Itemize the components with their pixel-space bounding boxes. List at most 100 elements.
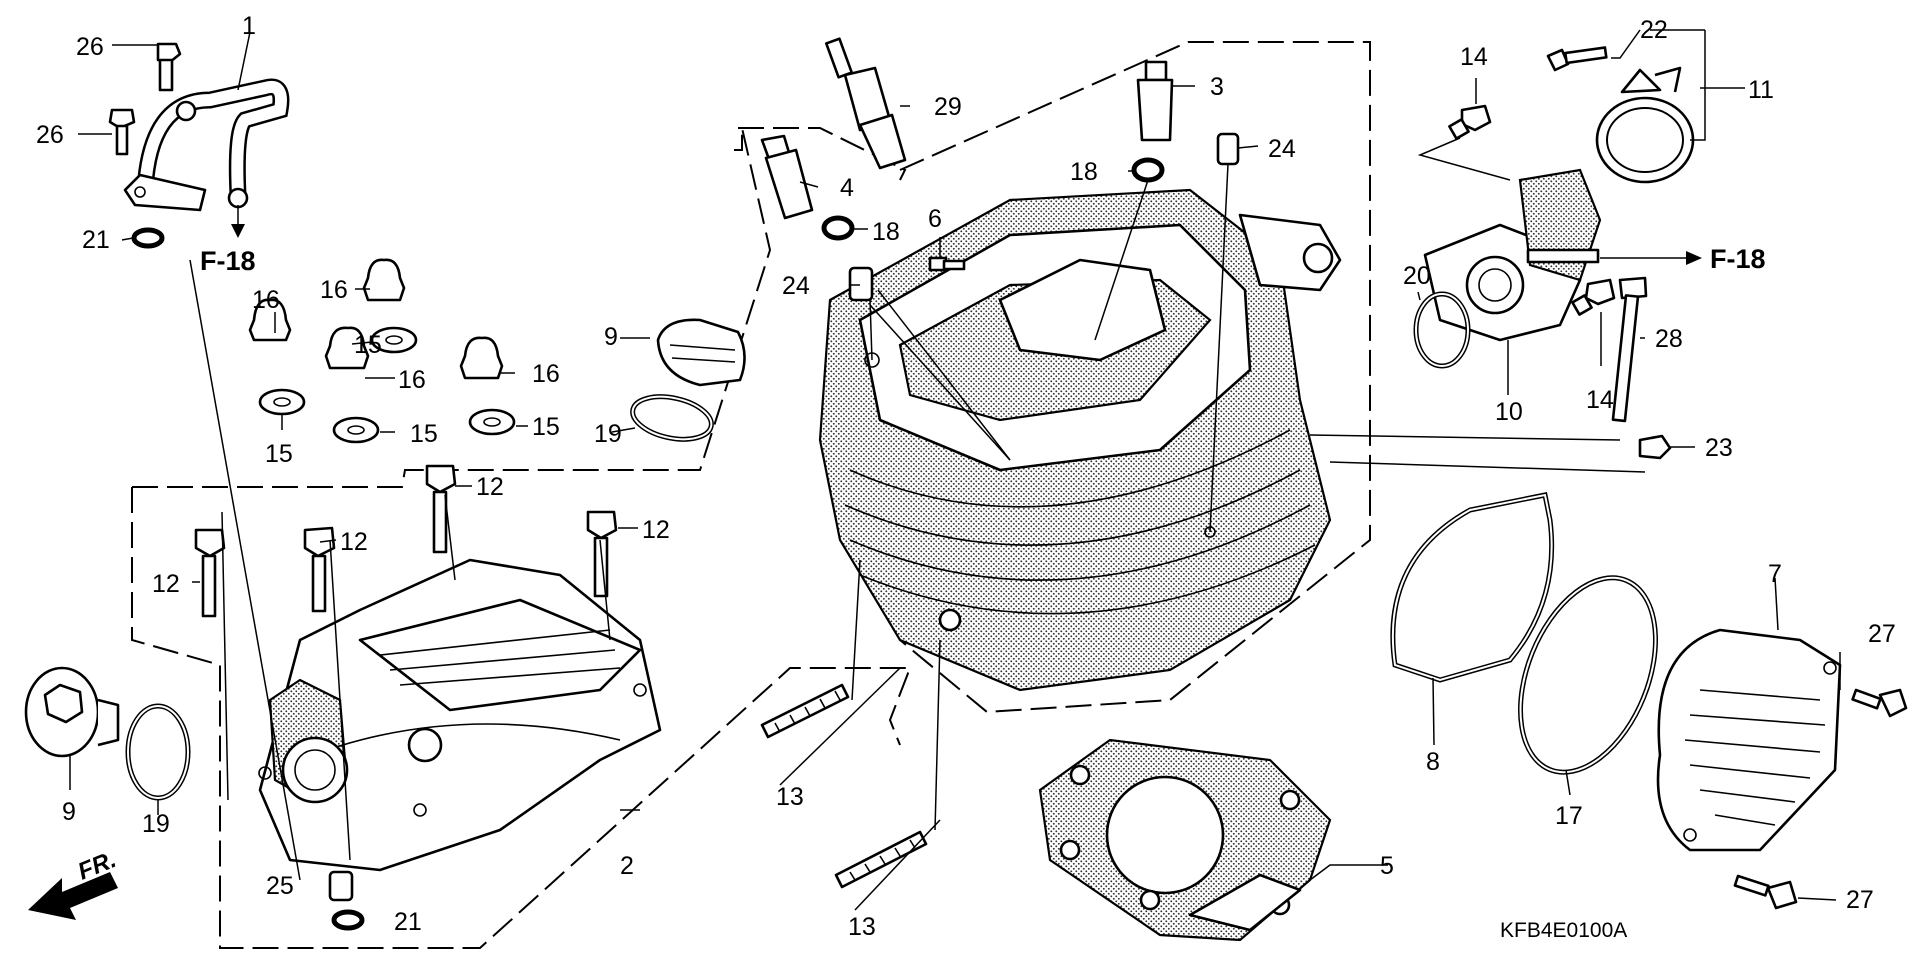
callout-24-right: 24 (1268, 135, 1296, 163)
callout-4: 4 (840, 174, 854, 202)
bolt-27-bottom (1733, 874, 1798, 910)
front-arrow-icon (28, 872, 118, 920)
oil-pipe (123, 78, 290, 212)
callout-12-b: 12 (340, 528, 368, 556)
o-ring-18-left (821, 215, 855, 241)
callout-15-c: 15 (410, 420, 438, 448)
callout-13-lower: 13 (848, 913, 876, 941)
callout-29: 29 (934, 93, 962, 121)
callout-14-bottom: 14 (1586, 386, 1614, 414)
side-cover (1656, 628, 1842, 852)
washer-21-top (131, 227, 165, 249)
cap-nut-16-c (324, 326, 370, 370)
callout-12-c: 12 (476, 473, 504, 501)
bolt-22 (1546, 46, 1608, 72)
callout-19-upper: 19 (594, 420, 622, 448)
callouts: 1 2 3 4 5 6 7 8 9 9 10 11 12 12 12 12 12… (36, 12, 1896, 941)
callout-9-left: 9 (62, 798, 76, 826)
washer-15-b (258, 388, 306, 416)
valve-guide-4 (760, 134, 814, 220)
callout-16-c: 16 (398, 366, 426, 394)
tappet-cap-upper (656, 318, 746, 387)
cap-nut-16-a (248, 298, 292, 342)
callout-18-right: 18 (1070, 158, 1098, 186)
callout-15-b: 15 (265, 440, 293, 468)
cylinder-head-gasket (1038, 738, 1332, 942)
bolt-26-top (156, 42, 182, 92)
callout-3: 3 (1210, 73, 1224, 101)
diagram-code: KFB4E0100A (1500, 919, 1627, 942)
stud-13-lower (834, 830, 928, 889)
cap-nut-16-d (459, 336, 504, 380)
callout-5: 5 (1380, 852, 1394, 880)
callout-25: 25 (266, 872, 294, 900)
callout-20: 20 (1403, 262, 1431, 290)
bolt-12-c (425, 464, 457, 554)
callout-24-left: 24 (782, 272, 810, 300)
callout-15-a: 15 (354, 331, 382, 359)
cylinder-head-group-outline (899, 41, 1371, 714)
callout-23: 23 (1705, 434, 1733, 462)
dowel-24-right (1216, 132, 1240, 166)
bolt-14-bottom (1571, 278, 1616, 316)
cylinder-head (818, 188, 1342, 692)
callout-22: 22 (1640, 16, 1668, 44)
callout-10: 10 (1495, 398, 1523, 426)
cap-nut-16-b (362, 258, 406, 302)
callout-16-a: 16 (252, 286, 280, 314)
bolt-26-left (108, 108, 136, 156)
valve-group-outline (738, 127, 907, 181)
callout-26-top: 26 (76, 33, 104, 61)
callout-21-top: 21 (82, 226, 110, 254)
dowel-24-left (848, 266, 874, 302)
callout-12-d: 12 (642, 516, 670, 544)
stud-f18-right (1526, 248, 1600, 264)
o-ring-18-right (1131, 157, 1165, 183)
washer-15-a (370, 326, 418, 354)
callout-16-d: 16 (532, 360, 560, 388)
callout-28: 28 (1655, 325, 1683, 353)
callout-19-left: 19 (142, 810, 170, 838)
head-cover-group-outline (131, 127, 912, 949)
bolt-6 (928, 256, 966, 272)
callout-7: 7 (1768, 560, 1782, 588)
callout-17: 17 (1555, 802, 1583, 830)
callout-6: 6 (928, 205, 942, 233)
valve-guide-3 (1136, 60, 1174, 142)
callout-26-left: 26 (36, 121, 64, 149)
washer-15-d (468, 408, 516, 436)
ref-arrows (231, 205, 1702, 265)
callout-27-bottom: 27 (1846, 886, 1874, 914)
washer-21-bottom (331, 909, 365, 931)
callout-11: 11 (1748, 76, 1774, 104)
callout-14-top: 14 (1460, 43, 1488, 71)
callout-15-d: 15 (532, 413, 560, 441)
callout-21-bottom: 21 (394, 908, 422, 936)
nut-23 (1638, 434, 1672, 460)
bolt-12-b (303, 526, 336, 613)
callout-12-a: 12 (152, 570, 180, 598)
callout-16-b: 16 (320, 276, 348, 304)
ref-label-f18-left: F-18 (200, 246, 256, 276)
ref-label-f18-right: F-18 (1710, 244, 1766, 274)
callout-2: 2 (620, 852, 634, 880)
bolt-12-a (194, 528, 226, 618)
callout-9-upper: 9 (604, 323, 618, 351)
bolt-28 (1611, 276, 1648, 423)
bolt-27-top (1851, 688, 1908, 718)
callout-13-upper: 13 (776, 783, 804, 811)
callout-8: 8 (1426, 748, 1440, 776)
head-cover (258, 558, 662, 872)
callout-1: 1 (242, 12, 256, 40)
callout-27-top: 27 (1868, 620, 1896, 648)
band-clamp (1595, 66, 1695, 184)
spark-plug (824, 37, 907, 170)
washer-15-c (332, 416, 380, 444)
leader-lines (69, 29, 1841, 911)
side-cover-o-ring (1518, 575, 1658, 775)
tappet-cap-left (24, 666, 120, 758)
bolt-14-top (1448, 104, 1492, 140)
dowel-25 (328, 870, 354, 902)
callout-18-left: 18 (872, 218, 900, 246)
